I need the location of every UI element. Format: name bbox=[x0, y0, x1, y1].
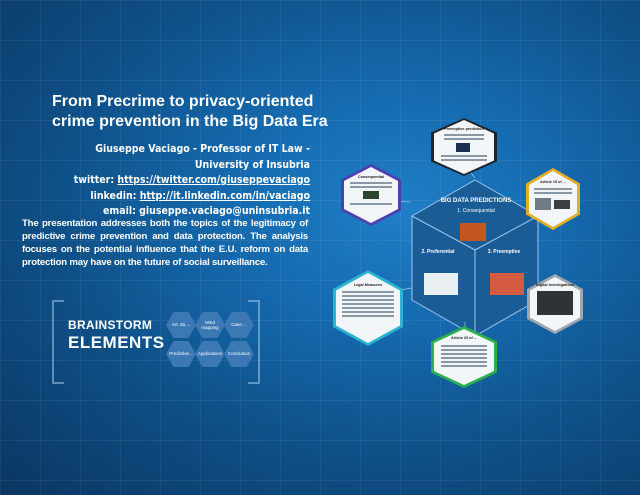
cube-subtitle: 1. Consequential bbox=[457, 208, 495, 214]
title-line-2: crime prevention in the Big Data Era bbox=[52, 113, 328, 130]
node-top-label: Preemptive prediction bbox=[444, 127, 484, 131]
title-line-1: From Precrime to privacy-oriented bbox=[52, 93, 314, 110]
node-lower-left-text-bar bbox=[342, 307, 394, 309]
bracket-left bbox=[52, 300, 64, 384]
node-top-text-bar bbox=[441, 159, 487, 161]
node-upper-right-image bbox=[554, 200, 570, 209]
node-bottom-text-bar bbox=[441, 365, 487, 367]
node-upper-left-label: Consequential bbox=[357, 175, 385, 179]
linkedin-line: linkedin: http://it.linkedin.com/in/vaci… bbox=[90, 189, 310, 202]
node-lower-left-text-bar bbox=[342, 315, 394, 317]
node-upper-left-text-bar bbox=[350, 182, 392, 184]
node-bottom-text-bar bbox=[441, 361, 487, 363]
abstract-text: The presentation addresses both the topi… bbox=[22, 218, 308, 268]
node-lower-left-text-bar bbox=[342, 295, 394, 297]
node-bottom-text-bar bbox=[441, 353, 487, 355]
brainstorm-hex-4[interactable]: Predictive... bbox=[166, 341, 196, 367]
node-top-text-bar bbox=[441, 155, 487, 157]
brainstorm-line-1: BRAINSTORM bbox=[68, 318, 153, 332]
node-upper-right-image bbox=[535, 198, 551, 210]
cube-right-label: 3. Preemptive bbox=[487, 249, 521, 255]
cube-left-label: 2. Preferential bbox=[421, 249, 455, 255]
author-name: Giuseppe Vaciago - Professor of IT Law -… bbox=[95, 143, 310, 171]
node-upper-right-text-bar bbox=[534, 192, 572, 194]
brainstorm-hex-6[interactable]: Conclusion bbox=[224, 341, 254, 367]
bracket-right bbox=[248, 300, 260, 384]
brainstorm-hex-3[interactable]: Case ... bbox=[224, 312, 254, 338]
node-lower-right-image bbox=[537, 291, 573, 315]
node-lower-left-label: Legal Measures bbox=[353, 283, 383, 287]
node-top-image bbox=[456, 143, 470, 152]
brainstorm-hex-1[interactable]: Art. 8a ... bbox=[166, 312, 196, 338]
node-bottom-text-bar bbox=[441, 357, 487, 359]
node-upper-left-image bbox=[363, 191, 379, 199]
node-top-text-bar bbox=[444, 138, 484, 140]
node-lower-left-text-bar bbox=[342, 311, 394, 313]
node-upper-right-text-bar bbox=[534, 188, 572, 190]
node-bottom-label: Article 20 of ... bbox=[451, 336, 477, 340]
node-top-text-bar bbox=[444, 134, 484, 136]
node-lower-left-text-bar bbox=[342, 291, 394, 293]
node-bottom-text-bar bbox=[441, 349, 487, 351]
node-upper-right-label: Article 15 of ... bbox=[540, 180, 566, 184]
author-info: Giuseppe Vaciago - Professor of IT Law -… bbox=[40, 142, 310, 220]
node-bottom-text-bar bbox=[441, 345, 487, 347]
node-lower-left-text-bar bbox=[342, 303, 394, 305]
email-line: email: giuseppe.vaciago@uninsubria.it bbox=[102, 205, 310, 217]
node-lower-left-text-bar bbox=[342, 299, 394, 301]
brainstorm-hex-5[interactable]: Applications bbox=[195, 341, 225, 367]
cube-title: BIG DATA PREDICTIONS bbox=[440, 198, 512, 204]
node-upper-left-text-bar bbox=[350, 203, 392, 205]
node-upper-left-text-bar bbox=[350, 186, 392, 188]
brainstorm-line-2: ELEMENTS bbox=[68, 333, 165, 352]
brainstorm-hex-2[interactable]: Mind mapping bbox=[195, 312, 225, 338]
node-lower-right-label: Digital Investigations bbox=[535, 283, 575, 287]
linkedin-link[interactable]: http://it.linkedin.com/in/vaciago bbox=[139, 189, 310, 202]
brainstorm-heading: BRAINSTORM ELEMENTS bbox=[68, 318, 165, 353]
twitter-link[interactable]: https://twitter.com/giuseppevaciago bbox=[117, 174, 310, 186]
email-address[interactable]: giuseppe.vaciago@uninsubria.it bbox=[139, 205, 310, 217]
twitter-line: twitter: https://twitter.com/giuseppevac… bbox=[73, 174, 310, 186]
page-title: From Precrime to privacy-oriented crime … bbox=[52, 92, 332, 132]
